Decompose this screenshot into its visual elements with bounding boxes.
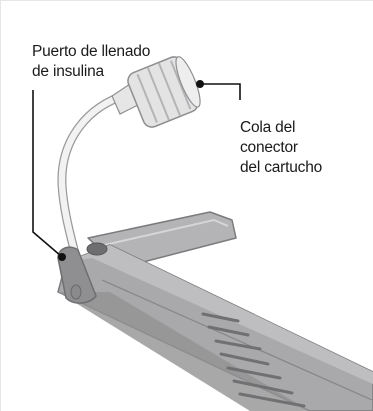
fill-port-leader-line bbox=[32, 90, 62, 257]
connector-tail-leader-dot bbox=[196, 80, 204, 88]
cartridge-barrel-top-face bbox=[66, 245, 373, 384]
connector-tail-leader-line bbox=[201, 83, 241, 100]
cartridge-edge-line bbox=[101, 279, 373, 401]
connector-tail-label-line-1: Cola del bbox=[240, 119, 296, 136]
connector-tail-label: Cola del conector del cartucho bbox=[240, 118, 322, 178]
fill-port-label-line-1: Puerto de llenado bbox=[32, 43, 151, 60]
connector-tail-label-line-2: conector bbox=[240, 139, 298, 156]
connector-tubing-inner bbox=[58, 91, 130, 262]
fill-port-leader-dot bbox=[58, 253, 66, 261]
connector-tail-label-line-3: del cartucho bbox=[240, 159, 323, 176]
frame-left-border bbox=[0, 0, 1, 411]
connector-cap bbox=[127, 56, 201, 128]
cartridge-grip-marks bbox=[201, 312, 306, 408]
cartridge-clip-ridge bbox=[99, 218, 229, 247]
fill-port-label: Puerto de llenado de insulina bbox=[32, 42, 150, 82]
frame-top-border bbox=[0, 0, 373, 1]
cartridge-latch bbox=[70, 284, 82, 300]
insulin-fill-port bbox=[86, 242, 108, 256]
cartridge-collar bbox=[57, 246, 97, 304]
cartridge-barrel-side bbox=[58, 292, 310, 411]
fill-port-label-line-2: de insulina bbox=[32, 63, 104, 80]
